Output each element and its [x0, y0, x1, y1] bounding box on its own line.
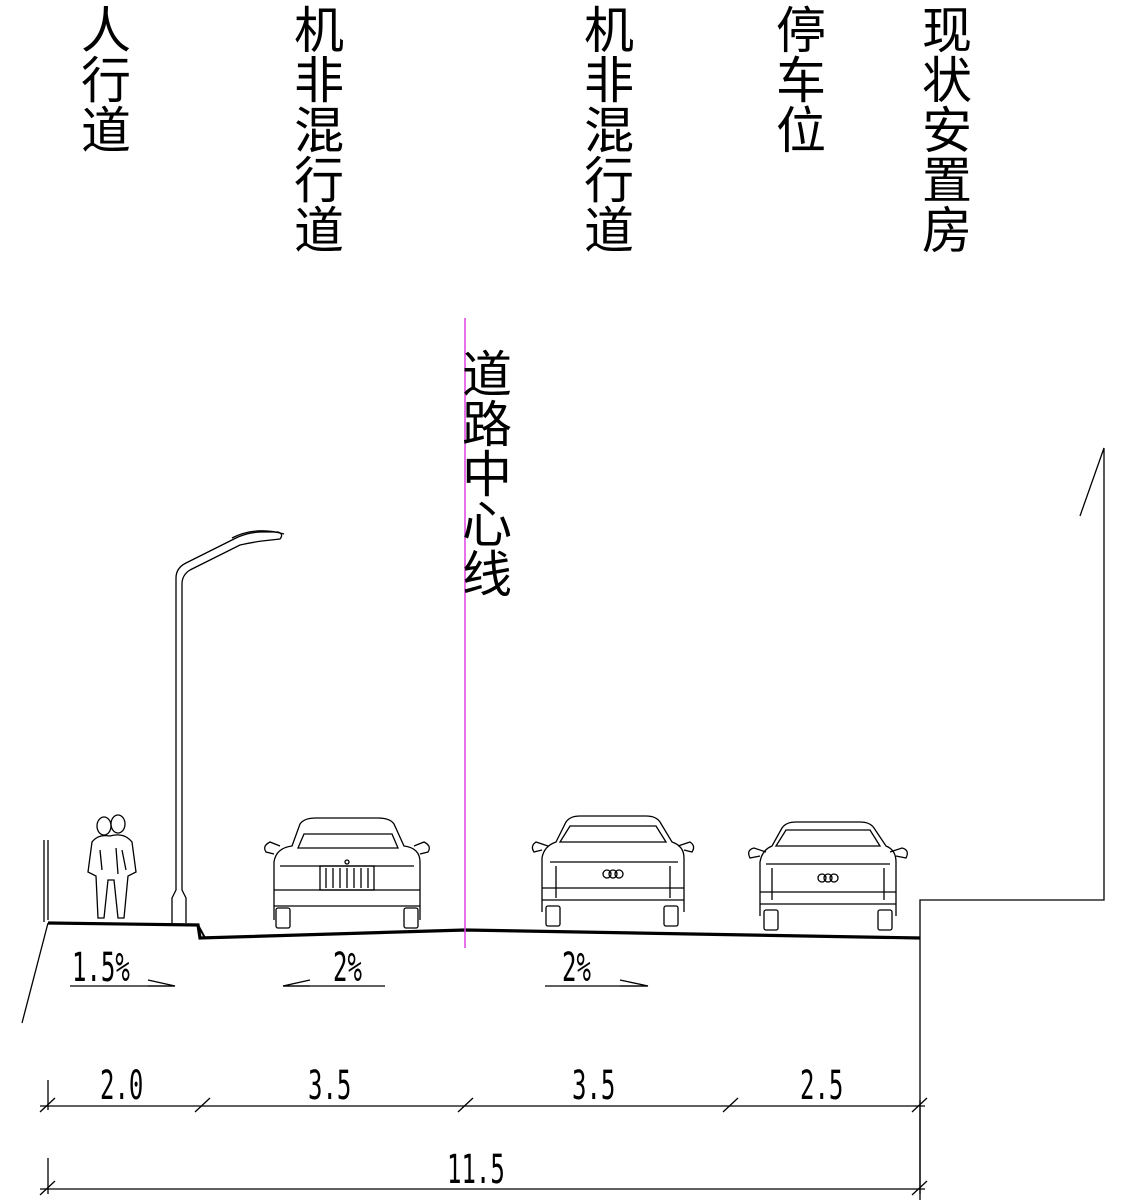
parking-label: 停车位	[768, 4, 826, 154]
street-lamp-icon	[171, 530, 285, 923]
existing-building-label: 现状安置房	[914, 4, 972, 254]
mixed-lane-right-label: 机非混行道	[576, 4, 634, 254]
dimension-parking: 2.5	[800, 1063, 844, 1109]
car-right-icon	[748, 821, 908, 931]
mixed-lane-left-label: 机非混行道	[286, 4, 344, 254]
building-outline	[919, 447, 1105, 1200]
sidewalk-label: 人行道	[73, 4, 131, 154]
dimension-left-lane: 3.5	[308, 1063, 352, 1109]
slope-arrow-sidewalk	[70, 979, 176, 987]
slope-label-sidewalk: 1.5%	[72, 945, 130, 991]
left-embankment	[21, 922, 49, 1024]
pedestrians-icon	[87, 814, 137, 919]
dimension-right-lane: 3.5	[572, 1063, 616, 1109]
car-middle-icon	[531, 815, 695, 927]
car-left-icon	[264, 817, 430, 929]
slope-arrow-right-lane	[545, 979, 649, 987]
slope-label-left-lane: 2%	[333, 945, 362, 991]
dimension-sidewalk: 2.0	[100, 1063, 144, 1109]
road-surface-line	[47, 921, 921, 940]
dimension-total: 11.5	[447, 1147, 505, 1193]
sidewalk-curb	[197, 924, 206, 939]
slope-arrow-left-lane	[282, 979, 385, 987]
centerline-label: 道路中心线	[454, 348, 512, 598]
slope-label-right-lane: 2%	[562, 945, 591, 991]
